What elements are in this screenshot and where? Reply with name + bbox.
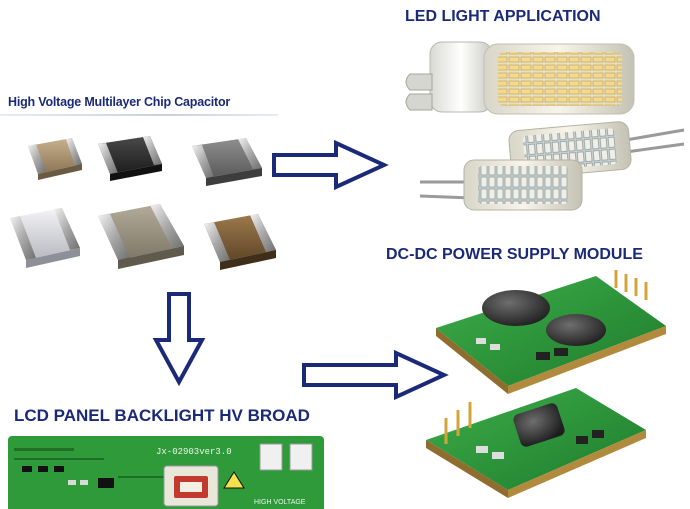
g4-led-bulb-2	[419, 159, 583, 211]
arrow-down-icon	[152, 290, 206, 386]
title-underline	[0, 114, 278, 116]
g9-led-bulb	[405, 41, 635, 115]
dcdc-module-top	[436, 270, 666, 394]
chip-brown	[204, 214, 276, 270]
dcdc-module-bottom	[426, 388, 646, 498]
lcd-backlight-title: LCD PANEL BACKLIGHT HV BROAD	[14, 406, 310, 425]
chip-beige	[98, 204, 184, 269]
capacitor-title: High Voltage Multilayer Chip Capacitor	[8, 95, 231, 109]
dcdc-module-title: DC-DC POWER SUPPLY MODULE	[386, 246, 643, 263]
pcb-high-voltage-label: HIGH VOLTAGE	[254, 499, 306, 506]
lcd-backlight-pcb-image: Jx-02903ver3.0 HIGH VOLTAGE	[8, 436, 324, 509]
chip-white	[10, 208, 80, 268]
dcdc-modules-image	[416, 268, 690, 509]
led-application-title: LED LIGHT APPLICATION	[405, 8, 601, 25]
arrow-right-icon	[270, 140, 390, 190]
chip-tan	[28, 138, 82, 180]
capacitor-chips-image	[0, 118, 280, 288]
chip-black	[98, 136, 162, 181]
arrow-right-icon-2	[300, 350, 450, 400]
chip-grey	[192, 138, 262, 186]
led-bulbs-image	[400, 32, 690, 217]
pcb-board-id: Jx-02903ver3.0	[156, 447, 232, 457]
